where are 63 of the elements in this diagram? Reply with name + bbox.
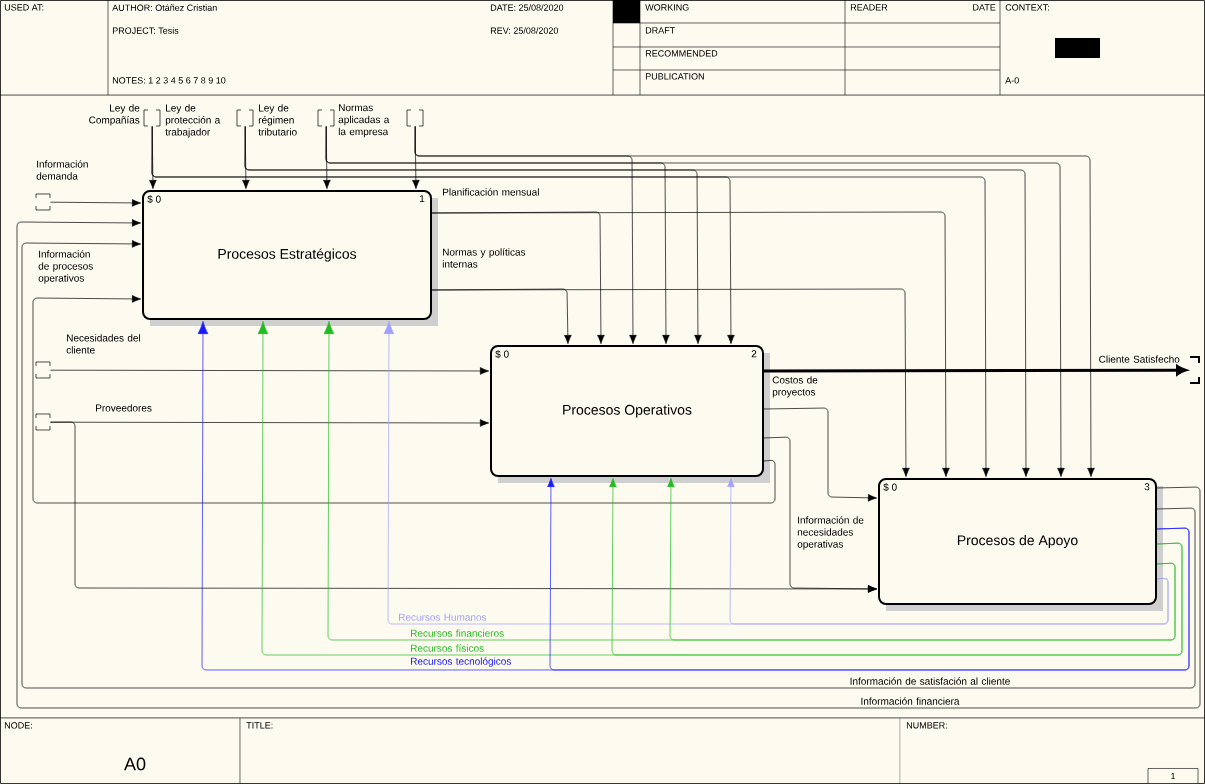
edge-label: Recursos físicos bbox=[411, 644, 484, 652]
edge-label: Necesidades del cliente bbox=[66, 334, 140, 354]
edge-label: Costos de proyectos bbox=[772, 376, 818, 398]
edge-label: Información financiera bbox=[861, 697, 960, 705]
header-label: DATE: 25/08/2020 bbox=[490, 4, 564, 11]
edge-label: Ley de protección a trabajador bbox=[165, 104, 221, 138]
header-label: WORKING bbox=[645, 4, 689, 11]
arrow bbox=[431, 211, 950, 477]
tunnel-bracket bbox=[35, 361, 51, 379]
page-number-box: 1 bbox=[1147, 768, 1199, 784]
edge-label: Cliente Satisfecho bbox=[1099, 355, 1180, 363]
arrow bbox=[667, 478, 1176, 641]
edge-label: Recursos Humanos bbox=[399, 613, 487, 621]
header-label: REV: 25/08/2020 bbox=[490, 27, 559, 34]
tunnel-bracket bbox=[1189, 356, 1200, 384]
header-label: DATE bbox=[973, 4, 996, 11]
edge-label: Información de satisfación al cliente bbox=[850, 677, 1010, 685]
arrow bbox=[50, 199, 141, 207]
header-label: A-0 bbox=[1005, 77, 1019, 84]
header-label: DRAFT bbox=[645, 27, 675, 34]
arrow bbox=[763, 436, 877, 593]
tunnel-bracket bbox=[317, 109, 335, 127]
edge-label: Ley de régimen tributario bbox=[258, 104, 297, 136]
edge-label: Normas y políticas internas bbox=[442, 248, 526, 268]
edge-label: Información demanda bbox=[36, 160, 88, 180]
arrow bbox=[151, 126, 990, 477]
edge-label: Planificación mensual bbox=[443, 188, 539, 196]
tunnel-bracket bbox=[35, 193, 51, 211]
arrow bbox=[609, 478, 1183, 656]
header-label: NUMBER: bbox=[906, 722, 947, 729]
arrow bbox=[32, 295, 776, 504]
header-label: PUBLICATION bbox=[645, 73, 704, 80]
header-label: TITLE: bbox=[246, 722, 273, 729]
arrow bbox=[763, 407, 877, 502]
edge-label: Proveedores bbox=[96, 404, 152, 412]
tunnel-bracket bbox=[236, 109, 254, 127]
edge-label: Información de procesos operativos bbox=[38, 250, 93, 284]
process-box: Procesos de Apoyo $ 0 3 bbox=[878, 478, 1163, 611]
edge-label: Recursos financieros bbox=[411, 629, 504, 637]
header-label: NOTES: 1 2 3 4 5 6 7 8 9 10 bbox=[112, 77, 226, 84]
process-box: Procesos Operativos $ 0 2 bbox=[490, 345, 770, 483]
edge-label: Normas aplicadas a la empresa bbox=[338, 104, 390, 138]
arrow bbox=[764, 365, 1187, 376]
header-label: READER bbox=[850, 4, 888, 11]
arrow bbox=[414, 126, 1095, 477]
header-label: NODE: bbox=[4, 722, 32, 729]
tunnel-bracket bbox=[35, 413, 51, 431]
edge-label: Ley de Compañías bbox=[89, 104, 140, 126]
header-label: PROJECT: Tesis bbox=[112, 27, 179, 34]
header-label: USED AT: bbox=[4, 4, 44, 11]
process-box: Procesos Estratégicos $ 0 1 bbox=[142, 190, 438, 326]
tunnel-bracket bbox=[143, 109, 161, 127]
edge-label: Recursos tecnológicos bbox=[411, 657, 511, 667]
edge-label: Información de necesidades operativas bbox=[797, 516, 864, 550]
tunnel-bracket bbox=[406, 109, 424, 127]
arrow bbox=[727, 478, 1169, 625]
header-label: RECOMMENDED bbox=[645, 50, 718, 57]
arrow bbox=[50, 367, 489, 375]
header-label: CONTEXT: bbox=[1005, 4, 1049, 11]
arrow bbox=[431, 288, 910, 477]
arrow bbox=[547, 478, 1190, 671]
header-label: AUTHOR: Otáñez Cristian bbox=[112, 4, 217, 11]
header-label: A0 bbox=[124, 757, 146, 771]
